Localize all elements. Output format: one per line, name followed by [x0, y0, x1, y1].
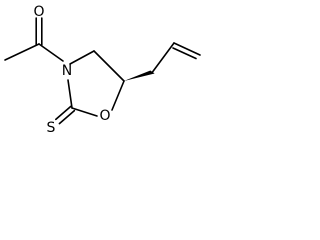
atom-label-thione-sulfur: S — [47, 120, 56, 136]
atom-label-ring-oxygen: O — [99, 108, 110, 124]
bond-vinyl-double-a — [173, 42, 201, 56]
molecule-structure-diagram: O N O S — [4, 4, 201, 136]
bond-thione-double-b — [58, 109, 76, 125]
atom-label-carbonyl-oxygen: O — [33, 4, 44, 20]
bond-nitrogen-ch2 — [69, 50, 95, 65]
bond-ch2-stereocenter — [93, 50, 125, 82]
bond-vinyl-single — [151, 42, 175, 73]
bond-thione-double-a — [54, 105, 72, 121]
atom-label-ring-nitrogen: N — [62, 63, 72, 79]
bond-ring-oxygen-c2 — [71, 107, 98, 117]
bond-c2-nitrogen — [67, 79, 73, 109]
bond-carbonyl-nitrogen — [38, 43, 64, 62]
stereo-wedge-bond — [124, 70, 155, 81]
bond-stereocenter-ring-oxygen — [111, 80, 125, 111]
bond-vinyl-double-b — [172, 47, 197, 60]
bond-methyl-carbonyl — [4, 43, 40, 61]
